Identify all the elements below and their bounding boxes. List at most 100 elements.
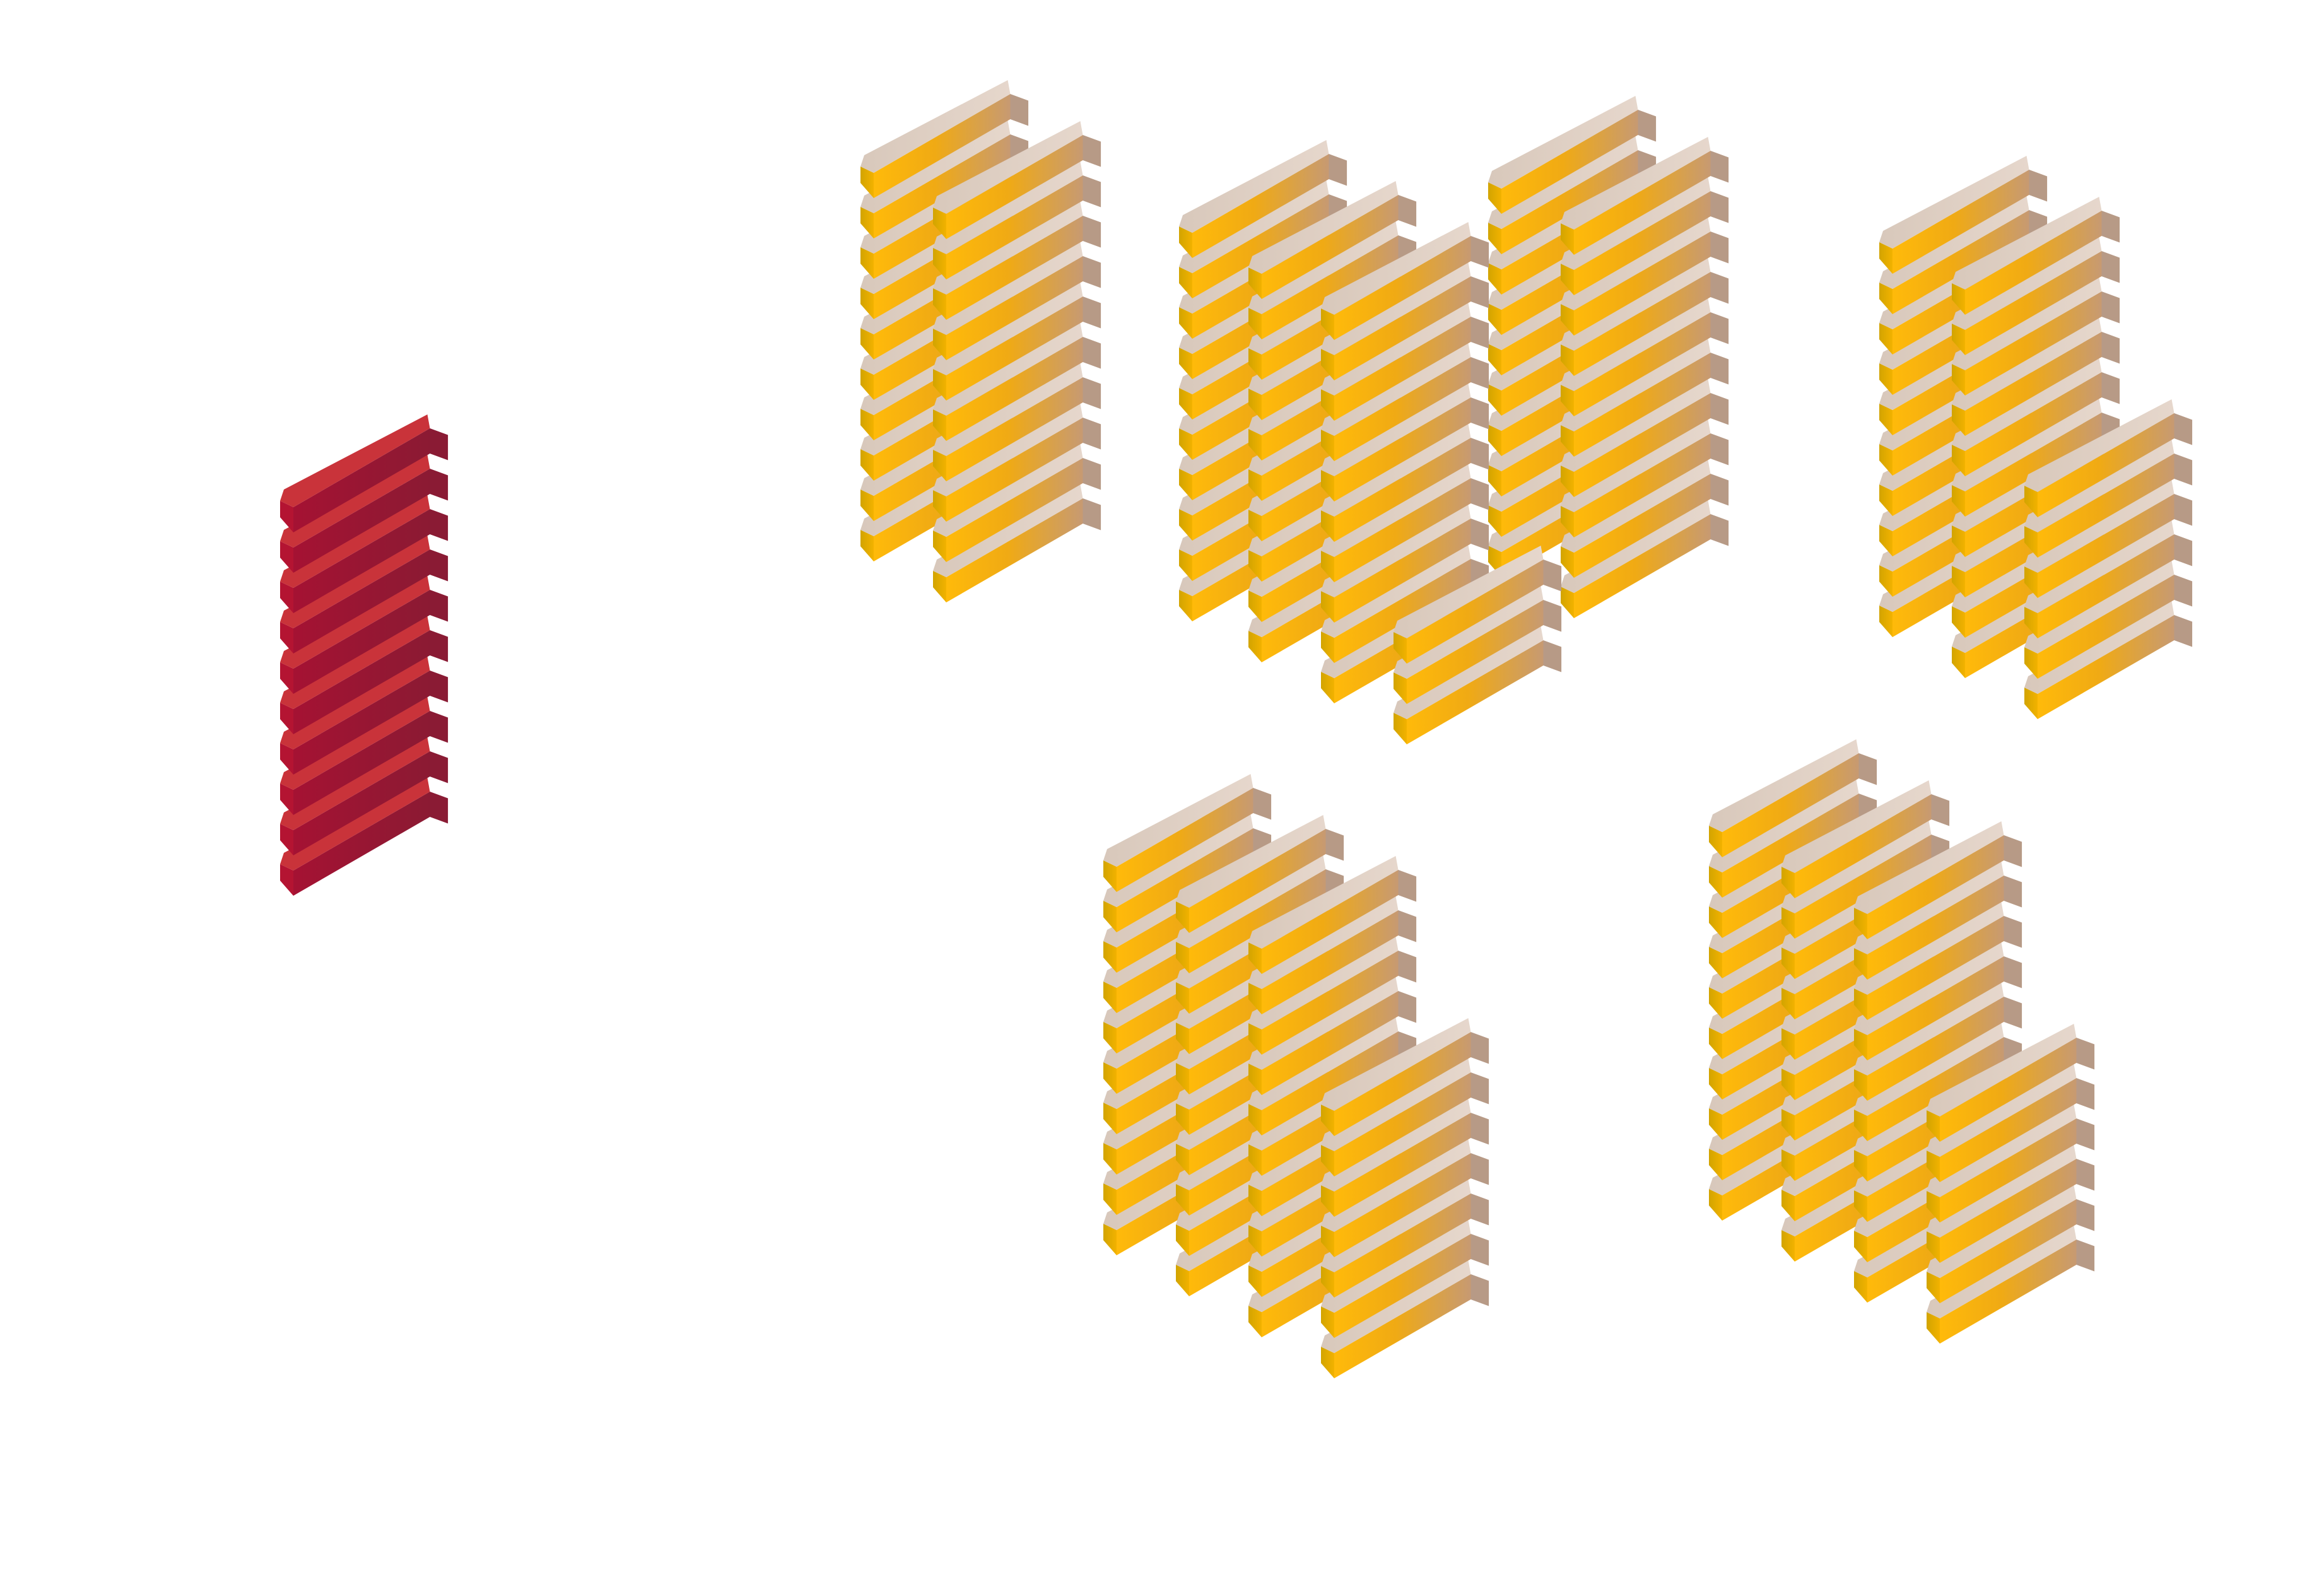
cluster-top-right-stack-2-bar-9 xyxy=(1952,237,2120,355)
cluster-bottom-center-stack-3-bar-7-front-face xyxy=(1262,991,1399,1095)
cluster-top-right-stack-2-bar-6-right-face xyxy=(2101,372,2120,404)
cluster-bottom-right-stack-3-bar-10-end-face xyxy=(1854,908,1867,939)
cluster-top-right-stack-2-bar-7-end-face xyxy=(1952,404,1965,436)
cluster-bottom-center-stack-2-bar-9-front-face xyxy=(1189,869,1326,973)
cluster-top-center-stack-6-bar-2-end-face xyxy=(1561,546,1574,578)
red-stack-bar-3-right-face xyxy=(430,711,449,743)
cluster-top-center-stack-5-bar-6-end-face xyxy=(1488,344,1501,375)
cluster-bottom-center-stack-1-bar-3-end-face xyxy=(1103,1143,1117,1175)
cluster-bottom-center-stack-2-bar-3-end-face xyxy=(1176,1184,1189,1216)
cluster-bottom-center-stack-3-bar-7-end-face xyxy=(1248,1064,1262,1095)
cluster-top-center-stack-3-bar-9-right-face xyxy=(1470,276,1489,308)
cluster-top-center-stack-2-bar-10-end-face xyxy=(1248,267,1262,299)
cluster-top-right-stack-3-bar-1-top-face xyxy=(2024,601,2174,694)
cluster-top-left-stack-2-bar-1-top-face xyxy=(933,484,1083,577)
cluster-bottom-center-stack-2-bar-9-end-face xyxy=(1176,942,1189,973)
cluster-top-center-stack-4-bar-1-end-face xyxy=(1394,713,1407,744)
cluster-bottom-right-stack-2-bar-9-end-face xyxy=(1781,907,1795,939)
cluster-top-center-stack-5-bar-4-end-face xyxy=(1488,425,1501,456)
cluster-top-left-stack-1-bar-6-end-face xyxy=(860,328,874,360)
cluster-top-center-stack-3-bar-7-top-face xyxy=(1321,343,1471,436)
cluster-top-left-stack-2-bar-4-top-face xyxy=(933,363,1083,456)
cluster-top-right-stack-1-bar-6-end-face xyxy=(1879,404,1893,435)
cluster-top-left-stack-2-bar-7-top-face xyxy=(933,242,1083,335)
red-stack-bar-4-right-face xyxy=(430,671,449,703)
cluster-top-left-stack-2-bar-1-front-face xyxy=(946,498,1083,602)
cluster-top-center-stack-1-bar-4-end-face xyxy=(1179,469,1192,500)
cluster-top-left-stack-1-bar-5-end-face xyxy=(860,368,874,400)
cluster-top-left-stack-2-bar-3-end-face xyxy=(933,490,946,522)
cluster-top-right-stack-3-bar-6-right-face xyxy=(2174,413,2193,445)
cluster-top-center-stack-2-bar-10 xyxy=(1248,181,1417,299)
cluster-bottom-center-stack-4-bar-6-front-face xyxy=(1334,1072,1471,1176)
cluster-bottom-center-stack-3-bar-9-front-face xyxy=(1262,910,1399,1014)
cluster-top-left-stack-1-bar-10-end-face xyxy=(860,167,874,198)
cluster-bottom-center-stack-4-bar-1-end-face xyxy=(1321,1347,1334,1378)
cluster-top-left-stack-2-bar-8-top-face xyxy=(933,202,1083,295)
cluster-top-center-stack-2-bar-7-end-face xyxy=(1248,389,1262,420)
red-stack-bar-1 xyxy=(280,778,449,896)
cluster-top-right-stack-1-bar-9-end-face xyxy=(1879,283,1893,314)
cluster-top-center-stack-6-bar-7 xyxy=(1561,258,1729,376)
red-stack-bar-6-right-face xyxy=(430,590,449,622)
cluster-top-right-stack-2-bar-5-top-face xyxy=(1952,399,2102,491)
cluster-top-left-stack-2-bar-1-end-face xyxy=(933,571,946,602)
cluster-top-center-stack-3-bar-8 xyxy=(1321,303,1489,421)
cluster-top-center-stack-3-bar-6-top-face xyxy=(1321,384,1471,476)
cluster-bottom-right-stack-2-bar-3-end-face xyxy=(1781,1149,1795,1181)
cluster-top-center-stack-6-bar-6-front-face xyxy=(1574,312,1711,416)
cluster-top-center-stack-3-bar-7 xyxy=(1321,343,1489,461)
cluster-top-center-stack-3-bar-8-right-face xyxy=(1470,317,1489,349)
cluster-top-center-stack-1-bar-6-end-face xyxy=(1179,388,1192,419)
cluster-top-right-stack-1-bar-2-end-face xyxy=(1879,565,1893,597)
cluster-top-left-stack-2-bar-8-end-face xyxy=(933,288,946,320)
cluster-top-center-stack-4-bar-2-top-face xyxy=(1394,586,1544,679)
cluster-top-right-stack-3-bar-4-front-face xyxy=(2038,494,2174,598)
cluster-top-right-stack-2-bar-10-top-face xyxy=(1952,197,2102,290)
cluster-top-center-stack-4-bar-2 xyxy=(1394,586,1562,704)
cluster-top-right-stack-3-bar-6-front-face xyxy=(2038,413,2174,517)
cluster-bottom-center-stack-3-bar-9-end-face xyxy=(1248,983,1262,1014)
red-stack-bar-9-front-face xyxy=(293,469,430,573)
cluster-top-right-stack-3-bar-3-top-face xyxy=(2024,520,2174,613)
cluster-top-right-stack-3-bar-2 xyxy=(2024,561,2193,679)
cluster-bottom-right-stack-2-bar-9-top-face xyxy=(1781,821,1932,913)
cluster-bottom-right-stack-3-bar-6-front-face xyxy=(1867,997,2004,1101)
cluster-top-center-stack-2-bar-8-end-face xyxy=(1248,348,1262,380)
cluster-bottom-right-stack-4-bar-1-top-face xyxy=(1927,1226,2077,1318)
cluster-top-right-stack-1-bar-9-top-face xyxy=(1879,196,2029,289)
cluster-top-right-stack-3-bar-2-end-face xyxy=(2024,647,2038,679)
cluster-top-left-stack-1-bar-8-end-face xyxy=(860,247,874,279)
cluster-bottom-center-stack-1-bar-5-end-face xyxy=(1103,1062,1117,1094)
cluster-top-right-stack-2-bar-9-front-face xyxy=(1965,251,2102,355)
cluster-top-center-stack-6-bar-3-front-face xyxy=(1574,433,1711,537)
cluster-top-center-stack-6-bar-7-top-face xyxy=(1561,258,1711,351)
cluster-top-center-stack-1-bar-10-top-face xyxy=(1179,140,1329,233)
cluster-bottom-center-stack-4-bar-1-front-face xyxy=(1334,1274,1471,1378)
cluster-top-center-stack-5-bar-2-end-face xyxy=(1488,505,1501,537)
cluster-bottom-right-stack-3-bar-9-right-face xyxy=(2004,876,2022,908)
cluster-top-right-stack-1-bar-5-end-face xyxy=(1879,444,1893,476)
cluster-bottom-right-stack-3-bar-10-front-face xyxy=(1867,835,2004,939)
cluster-bottom-center-stack-3-bar-6-top-face xyxy=(1248,1017,1399,1110)
cluster-top-center-stack-6-bar-10-right-face xyxy=(1710,151,1729,183)
cluster-bottom-center-stack-4-bar-3-end-face xyxy=(1321,1266,1334,1298)
cluster-top-right-stack-3-bar-3-end-face xyxy=(2024,607,2038,638)
cluster-top-left-stack-2-bar-1-right-face xyxy=(1083,498,1101,531)
cluster-top-center-stack-6-bar-4-right-face xyxy=(1710,393,1729,425)
cluster-bottom-center-stack-2-bar-10 xyxy=(1176,815,1344,933)
cluster-top-right-stack-3-bar-1-right-face xyxy=(2174,615,2193,647)
cluster-top-center-stack-3-bar-5-top-face xyxy=(1321,424,1471,517)
cluster-top-center-stack-5-bar-10 xyxy=(1488,96,1657,214)
cluster-bottom-right-stack-3-bar-5-end-face xyxy=(1854,1110,1867,1141)
cluster-top-left-stack-1-bar-10-right-face xyxy=(1010,94,1029,126)
red-stack xyxy=(280,414,449,896)
cluster-top-center-stack-5-bar-9 xyxy=(1488,136,1657,254)
cluster-top-center-stack-1-bar-3-end-face xyxy=(1179,509,1192,541)
cluster-top-right-stack-3-bar-5-end-face xyxy=(2024,526,2038,558)
cluster-bottom-center-stack-4-bar-1-right-face xyxy=(1470,1274,1489,1306)
cluster-top-left-stack-2-bar-5-front-face xyxy=(946,337,1083,441)
cluster-bottom-right-stack-2-bar-9 xyxy=(1781,821,1950,939)
cluster-top-right-stack-3-bar-6-end-face xyxy=(2024,486,2038,517)
cluster-bottom-right-stack-3-bar-8-right-face xyxy=(2004,916,2022,948)
